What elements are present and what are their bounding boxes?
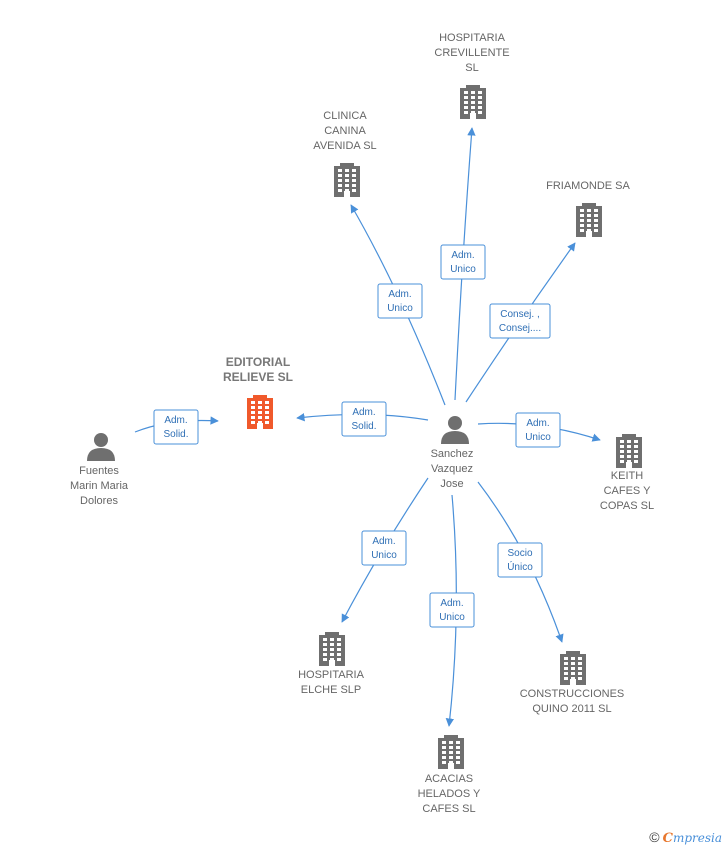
node-label: AVENIDA SL xyxy=(313,140,376,152)
edge-label-text: Socio xyxy=(507,548,532,559)
edge-label-text: Unico xyxy=(450,264,476,275)
node-construcciones[interactable]: CONSTRUCCIONES QUINO 2011 SL xyxy=(520,651,625,715)
building-icon xyxy=(247,395,273,429)
node-label: Dolores xyxy=(80,495,118,507)
edge-label-text: Adm. xyxy=(388,289,411,300)
edge-label-text: Adm. xyxy=(372,536,395,547)
node-label: KEITH xyxy=(611,470,643,482)
node-label: Sanchez xyxy=(431,448,474,460)
node-label: HELADOS Y xyxy=(418,788,481,800)
node-label: CAFES SL xyxy=(422,803,475,815)
node-label: HOSPITARIA xyxy=(439,32,505,44)
edge-label-text: Unico xyxy=(387,303,413,314)
node-label: CLINICA xyxy=(323,110,367,122)
edge-label-text: Adm. xyxy=(352,407,375,418)
edge-label-text: Unico xyxy=(371,550,397,561)
person-icon xyxy=(87,433,115,461)
edge-label-text: Único xyxy=(507,560,533,573)
edge-label-crevillente[interactable]: Adm. Unico xyxy=(440,244,486,280)
node-label: CAFES Y xyxy=(604,485,652,497)
edge-label-clinica[interactable]: Adm. Unico xyxy=(377,283,423,319)
edge-label-editorial[interactable]: Adm. Solid. xyxy=(153,409,199,445)
node-label: Marin Maria xyxy=(70,480,129,492)
building-icon xyxy=(460,85,486,119)
edge-label-text: Unico xyxy=(439,612,465,623)
edge-label-text: Unico xyxy=(525,432,551,443)
node-label: RELIEVE SL xyxy=(223,370,293,384)
copyright-symbol: © xyxy=(649,829,660,845)
node-acacias[interactable]: ACACIAS HELADOS Y CAFES SL xyxy=(418,735,481,815)
edge-label-acacias[interactable]: Adm. Unico xyxy=(429,592,475,628)
footer-brand: ©Cmpresia xyxy=(649,829,722,846)
node-label: ACACIAS xyxy=(425,773,473,785)
edge-label-elche[interactable]: Adm. Unico xyxy=(361,530,407,566)
building-icon xyxy=(576,203,602,237)
node-label: HOSPITARIA xyxy=(298,669,364,681)
edge-labels-layer: Adm.Solid.Adm.Solid.Adm.UnicoAdm.UnicoCo… xyxy=(153,244,561,628)
edge-label-text: Consej. , xyxy=(500,309,539,320)
edge-label-text: Adm. xyxy=(526,418,549,429)
node-keith[interactable]: KEITH CAFES Y COPAS SL xyxy=(600,434,654,512)
building-icon xyxy=(560,651,586,685)
edge-label-text: Adm. xyxy=(164,415,187,426)
node-clinica[interactable]: CLINICA CANINA AVENIDA SL xyxy=(313,110,377,197)
node-elche[interactable]: HOSPITARIA ELCHE SLP xyxy=(298,632,365,696)
node-label: FRIAMONDE SA xyxy=(546,180,630,192)
node-label: CONSTRUCCIONES xyxy=(520,688,625,700)
edge-label-editorial[interactable]: Adm. Solid. xyxy=(341,401,387,437)
building-icon xyxy=(319,632,345,666)
brand-logo-initial: C xyxy=(662,831,673,846)
node-label: COPAS SL xyxy=(600,500,654,512)
edge-label-friamonde[interactable]: Consej. , Consej.... xyxy=(489,303,551,339)
node-crevillente[interactable]: HOSPITARIA CREVILLENTE SL xyxy=(434,32,510,119)
edge-label-keith[interactable]: Adm. Unico xyxy=(515,412,561,448)
node-label: Vazquez xyxy=(431,463,473,475)
edge-label-text: Solid. xyxy=(351,421,376,432)
brand-logo-text: mpresia xyxy=(672,831,722,845)
node-friamonde[interactable]: FRIAMONDE SA xyxy=(546,180,631,237)
node-label: CANINA xyxy=(324,125,366,137)
edge-label-text: Adm. xyxy=(451,250,474,261)
building-icon xyxy=(334,163,360,197)
node-label: Jose xyxy=(440,478,463,490)
node-label: QUINO 2011 SL xyxy=(532,703,611,715)
node-label: CREVILLENTE xyxy=(434,47,509,59)
node-label: EDITORIAL xyxy=(226,355,290,369)
building-icon xyxy=(616,434,642,468)
person-icon xyxy=(441,416,469,444)
node-label: SL xyxy=(465,62,478,74)
edge-label-text: Adm. xyxy=(440,598,463,609)
edge-label-text: Solid. xyxy=(163,429,188,440)
edge-label-text: Consej.... xyxy=(499,323,541,334)
building-icon xyxy=(438,735,464,769)
node-label: ELCHE SLP xyxy=(301,684,362,696)
node-label: Fuentes xyxy=(79,465,119,477)
